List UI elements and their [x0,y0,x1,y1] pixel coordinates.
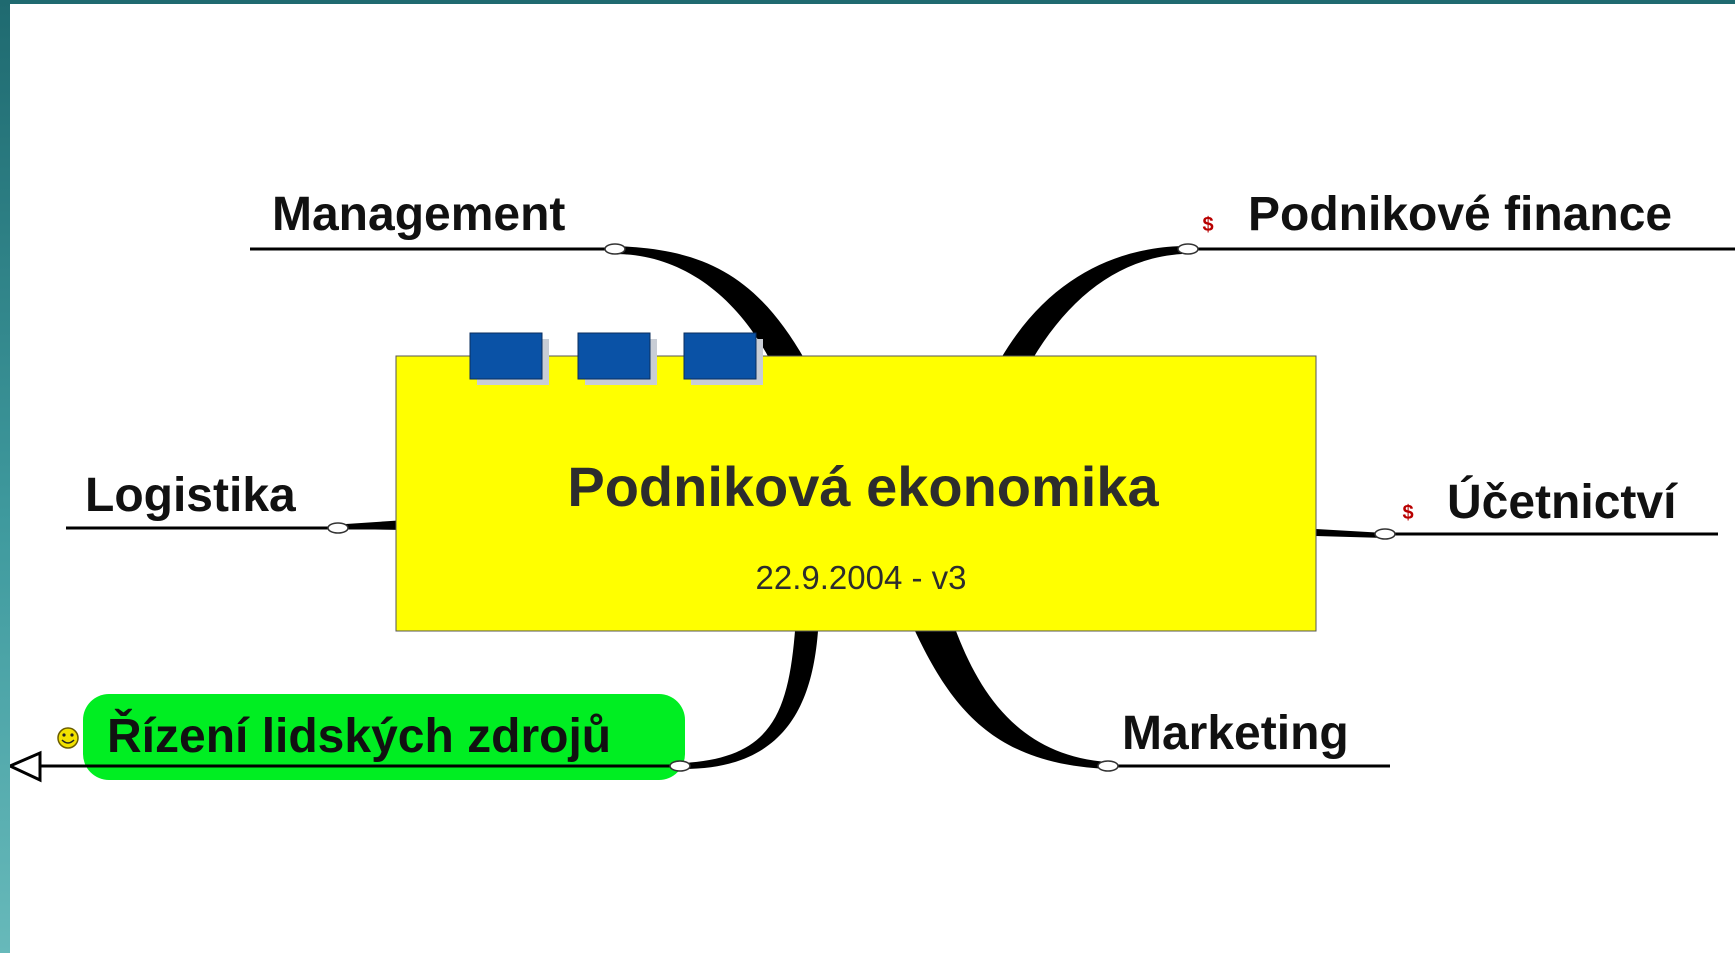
central-topic[interactable]: Podniková ekonomika 22.9.2004 - v3 [395,332,1317,632]
connector-ucetnictvi [1316,529,1385,538]
branch-podnikove-finance[interactable]: $ Podnikové finance [1177,188,1735,255]
branch-handle[interactable] [604,243,626,255]
smiley-icon [57,727,79,749]
topic-tab [469,332,543,380]
branch-management[interactable]: Management [250,188,626,255]
branch-marketing[interactable]: Marketing [1097,707,1390,772]
branch-label-marketing: Marketing [1122,707,1349,760]
branch-label-management: Management [272,188,565,241]
central-topic-box [395,355,1317,632]
central-topic-title: Podniková ekonomika [567,455,1159,518]
branch-highlight [83,694,685,780]
branch-handle[interactable] [669,760,691,772]
central-topic-tabs [469,332,763,385]
collapse-arrow-icon[interactable] [10,750,42,783]
branch-label-podnikove-finance: Podnikové finance [1248,188,1672,241]
branch-handle[interactable] [1374,528,1396,540]
topic-tab [683,332,757,380]
mindmap-diagram: Podniková ekonomika 22.9.2004 - v3 Manag… [10,188,1735,783]
branch-ucetnictvi[interactable]: $ Účetnictví [1374,474,1718,540]
connectors [346,246,1385,769]
branch-logistika[interactable]: Logistika [66,469,395,534]
branch-label-rizeni: Řízení lidských zdrojů [107,708,611,763]
central-topic-subtitle: 22.9.2004 - v3 [756,559,967,596]
branch-label-ucetnictvi: Účetnictví [1447,474,1678,529]
topic-tab [577,332,651,380]
dollar-icon: $ [1402,502,1413,524]
branch-handle[interactable] [1097,760,1119,772]
branch-label-logistika: Logistika [85,469,296,522]
connector-finance [1000,246,1182,360]
dollar-icon: $ [1202,214,1213,236]
connector-rizeni [683,631,818,769]
branch-rizeni-lidskych-zdroju[interactable]: Řízení lidských zdrojů [10,694,691,783]
branch-handle[interactable] [1177,243,1199,255]
branch-handle[interactable] [327,522,349,534]
mindmap-canvas: Podniková ekonomika 22.9.2004 - v3 Manag… [10,4,1735,953]
connector-management [615,246,805,360]
connector-marketing [915,631,1108,769]
